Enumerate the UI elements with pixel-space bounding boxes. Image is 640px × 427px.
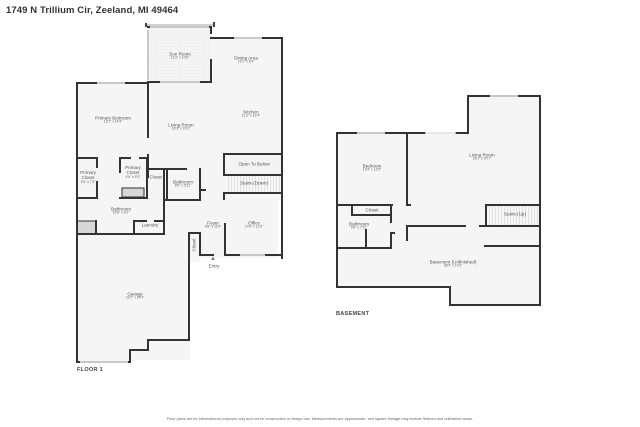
disclaimer-footer: Floor plans are for informational purpos… [166, 417, 474, 421]
room-name: Open To Below [238, 161, 270, 167]
room-living-room: Living Room 16'3" x 16'1" [168, 122, 194, 131]
room-name: Closet [191, 238, 197, 252]
floor-1-plan [76, 26, 283, 363]
stairs-up-label: Stairs (Up) [504, 211, 526, 216]
room-name: Stairs (Up) [504, 211, 526, 217]
room-dimensions: 4'5" x 7'3" [80, 179, 96, 184]
floor-1-label: FLOOR 1 [77, 367, 103, 373]
room-sun-room: Sun Room 12'1" x 10'6" [169, 51, 191, 60]
room-name: Entry [208, 263, 220, 269]
room-dimensions: 16'3" x 16'1" [171, 126, 191, 131]
room-name: Bathroom [173, 179, 193, 185]
room-name: Garage [127, 291, 143, 297]
room-basement-living-room: Living Room 26'1" x 20'7" [469, 152, 495, 161]
room-dimensions: 4'6" x 5'3" [125, 174, 141, 179]
room-dimensions: 16'6" x 6'1" [112, 210, 130, 215]
room-name: Sun Room [169, 51, 191, 57]
room-dimensions: 11'3" x 13'4" [241, 113, 261, 118]
room-dimensions: 23'2" x 24'4" [125, 295, 145, 300]
room-foyer-closet: Closet [191, 238, 196, 251]
entry-arrow-icon: ▲ [210, 256, 216, 262]
stairs-down [226, 176, 282, 193]
room-name: Closet [365, 207, 379, 213]
room-name: Closet [149, 174, 163, 180]
room-bathroom-small: Bathroom 6'9" x 5'11" [173, 179, 193, 188]
open-to-below-area [226, 155, 282, 175]
room-dimensions: 6'8" x 11'6" [204, 224, 222, 229]
room-basement-bedroom: Bedroom 13'4" x 12'5" [363, 163, 382, 172]
stairs-down-label: Stairs (Down) [240, 180, 268, 185]
room-dimensions: 13'1" x 14'3" [103, 119, 123, 124]
room-name: Primary Bedroom [95, 115, 131, 121]
room-name: Office [248, 220, 260, 226]
room-basement-bathroom: Bathroom 9'8" x 7'11" [349, 221, 369, 230]
room-name: Living Room [168, 122, 194, 128]
room-office: Office 10'4" x 11'6" [245, 220, 263, 229]
basement-fill [337, 96, 540, 305]
room-dimensions: 38'4" x 10'3" [443, 263, 463, 268]
room-basement-unfinished: Basement (Unfinished) 38'4" x 10'3" [430, 259, 477, 268]
property-address-title: 1749 N Trillium Cir, Zeeland, MI 49464 [6, 5, 179, 16]
room-kitchen: Kitchen 11'3" x 13'4" [242, 109, 260, 118]
room-name: Living Room [469, 152, 495, 158]
room-dimensions: 26'1" x 20'7" [472, 156, 492, 161]
entry-label: Entry [209, 263, 220, 268]
room-dimensions: 10'4" x 11'6" [244, 224, 264, 229]
room-dining-area: Dining Area 13'1" x 8'4" [234, 55, 258, 64]
room-name: Bedroom [362, 163, 382, 169]
room-name: Basement (Unfinished) [429, 259, 477, 265]
basement-label: BASEMENT [336, 311, 370, 317]
room-foyer: Foyer 6'8" x 11'6" [205, 220, 221, 229]
room-open-to-below: Open To Below [238, 161, 269, 166]
room-dimensions: 12'1" x 10'6" [170, 55, 190, 60]
room-primary-bedroom: Primary Bedroom 13'1" x 14'3" [95, 115, 131, 124]
room-dimensions: 13'4" x 12'5" [362, 167, 382, 172]
room-dimensions: 6'9" x 5'11" [174, 183, 192, 188]
room-closet: Closet [149, 174, 162, 179]
room-dimensions: 13'1" x 8'4" [237, 59, 255, 64]
room-primary-closet-2: Primary Closet 4'6" x 5'3" [122, 165, 144, 179]
scale-bar [145, 22, 215, 27]
room-laundry: Laundry [142, 222, 159, 227]
room-name: Foyer [207, 220, 219, 226]
room-bathroom-large: Bathroom 16'6" x 6'1" [111, 206, 131, 215]
room-basement-closet: Closet [365, 207, 378, 212]
sun-room-floor [148, 27, 211, 82]
basement-plan [336, 95, 541, 306]
room-name: Laundry [141, 222, 159, 228]
room-dimensions: 9'8" x 7'11" [350, 225, 368, 230]
room-name: Dining Area [234, 55, 258, 61]
room-name: Primary Closet [80, 169, 96, 181]
room-primary-closet-1: Primary Closet 4'5" x 7'3" [77, 170, 99, 184]
room-garage: Garage 23'2" x 24'4" [126, 291, 145, 300]
stairs-up [486, 205, 540, 226]
room-name: Stairs (Down) [240, 180, 268, 186]
room-name: Bathroom [111, 206, 131, 212]
room-name: Kitchen [243, 109, 259, 115]
room-name: Primary Closet [125, 164, 141, 176]
room-name: Bathroom [349, 221, 369, 227]
